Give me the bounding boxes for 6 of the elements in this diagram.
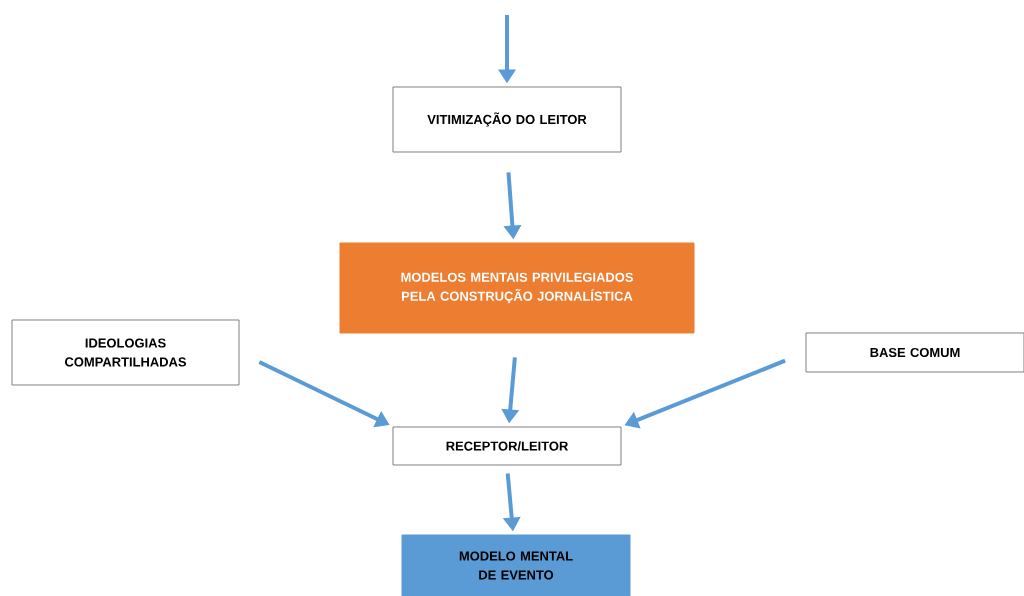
text-box: VITIMIZAÇÃO DO LEITOR bbox=[392, 86, 622, 153]
text-box: BASE COMUM bbox=[805, 332, 1024, 373]
process-box: MODELOS MENTAIS PRIVILEGIADOS PELA CONSTRUÇÃO JORNALÍSTICA bbox=[339, 242, 695, 334]
result-box: MODELO MENTAL DE EVENTO bbox=[401, 534, 631, 596]
text-box: RECEPTOR/LEITOR bbox=[392, 426, 622, 466]
text-box: IDEOLOGIAS COMPARTILHADAS bbox=[11, 319, 240, 386]
